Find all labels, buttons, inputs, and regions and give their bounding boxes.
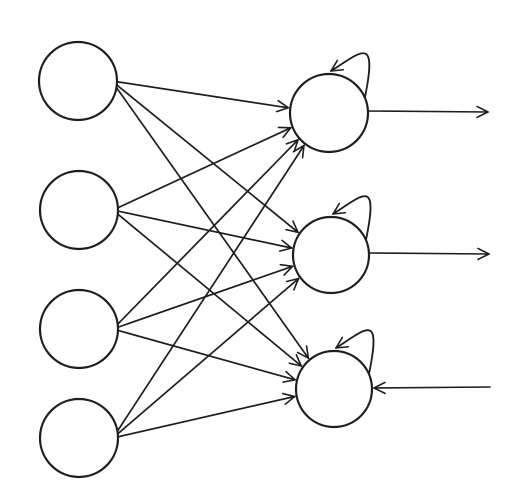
edge-input-node-1-to-hidden-node-1 [115,80,290,113]
edge-input-node-4-to-hidden-node-2 [116,277,300,436]
hidden-node-3 [294,349,374,429]
edge-input-node-4-to-hidden-node-3 [116,392,296,438]
recurrent-self-loops [330,52,375,375]
self-loop-hidden-node-2 [332,195,372,241]
edge-input-node-1-to-hidden-node-2 [115,83,299,234]
input-node-2 [38,169,120,251]
input-node-3 [38,288,120,370]
input-node-1 [37,40,119,122]
self-loop-hidden-node-3 [335,329,375,375]
hidden-node-1 [288,72,370,154]
hidden-node-2 [291,215,371,295]
connection-edges [115,80,310,438]
neuron-nodes [37,40,374,479]
output-arrow-hidden-node-2 [368,247,490,261]
output-arrow-hidden-node-3 [373,381,491,395]
edge-input-node-3-to-hidden-node-1 [116,138,299,326]
self-loop-hidden-node-1 [330,52,371,99]
edge-input-node-2-to-hidden-node-2 [116,210,293,252]
output-arrows [367,105,491,395]
output-arrow-hidden-node-1 [367,105,489,119]
edge-input-node-4-to-hidden-node-1 [116,144,305,433]
edge-input-node-1-to-hidden-node-3 [115,86,310,360]
edge-input-node-3-to-hidden-node-3 [116,329,296,383]
edge-input-node-2-to-hidden-node-1 [116,126,292,209]
input-node-4 [38,397,120,479]
